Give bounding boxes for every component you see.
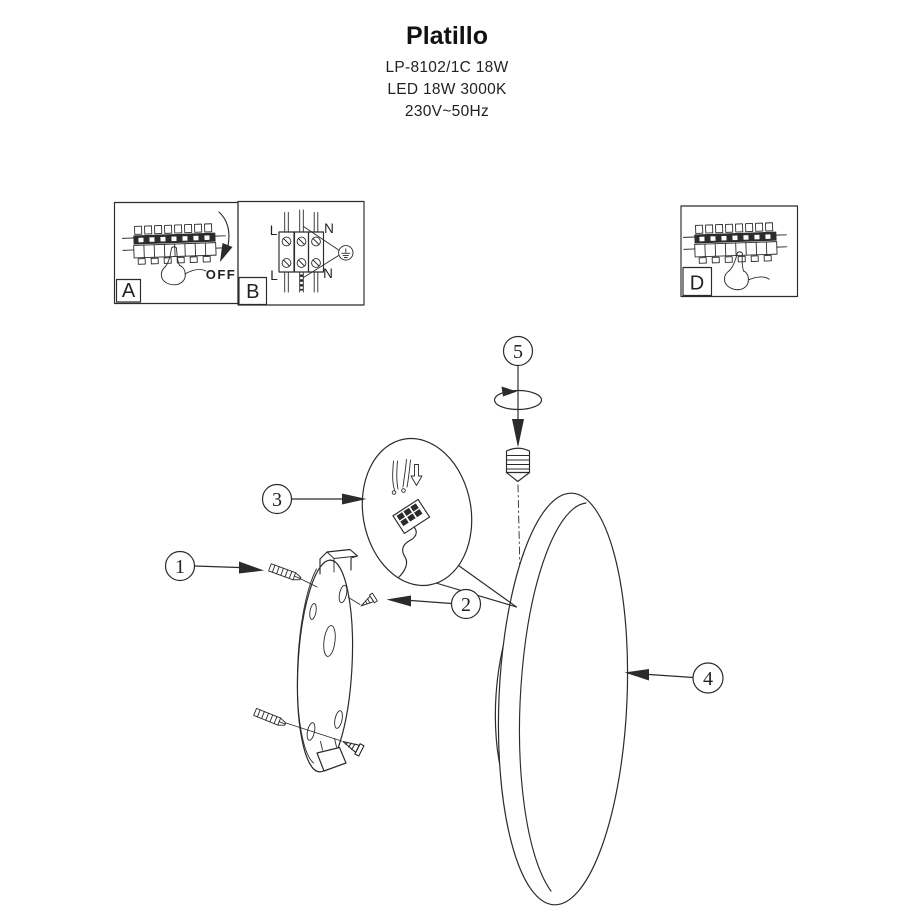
part-3-callout: 3 <box>261 483 367 515</box>
lamp-shade <box>497 492 629 906</box>
terminal-label-l-bottom: L <box>270 268 278 283</box>
panel-d-label-box <box>682 266 713 297</box>
panel-a-label-box <box>115 278 142 303</box>
bottom-bracket <box>316 738 347 772</box>
panel-d: D <box>680 205 799 298</box>
wiring-balloon <box>361 437 518 608</box>
part-3-circle <box>261 483 293 515</box>
panel-b: L N L N B <box>237 200 365 306</box>
terminal-label-n-bottom: N <box>323 266 333 281</box>
screw-icon <box>358 592 378 611</box>
part-2-circle <box>450 588 482 620</box>
cable-slot <box>323 625 336 657</box>
bottom-fixing <box>253 707 365 757</box>
panel-b-label-box <box>238 276 268 306</box>
part-1-circle <box>164 550 196 582</box>
part-2-number: 2 <box>461 594 471 616</box>
alignment-line-top <box>298 577 318 588</box>
screw-icon <box>339 735 365 757</box>
alignment-line-screw <box>348 597 361 605</box>
panel-d-border <box>680 205 799 298</box>
terminal-blocks <box>278 209 325 293</box>
plate-edge-line <box>296 568 317 764</box>
center-axis-line <box>517 484 521 575</box>
off-label: OFF <box>206 267 237 282</box>
ground-icon <box>338 245 354 261</box>
part-4-circle <box>692 662 724 694</box>
product-title: Platillo <box>406 22 488 50</box>
pointing-hand-icon <box>160 246 207 286</box>
panel-a: OFF A <box>113 201 239 305</box>
plate-body <box>296 559 354 773</box>
panel-b-border <box>237 200 365 306</box>
supply-wire <box>398 526 417 578</box>
insert-arrow-icon <box>410 464 423 486</box>
shade-rim <box>518 502 587 892</box>
part-3-number: 3 <box>272 489 282 511</box>
part-1-callout: 1 <box>164 550 264 582</box>
panel-d-label: D <box>690 273 704 295</box>
part-4-callout: 4 <box>624 662 724 694</box>
breaker-strip-icon <box>682 221 788 265</box>
wall-anchor-icon <box>253 707 288 729</box>
off-arrow-head <box>220 243 233 262</box>
connector-block-icon <box>392 498 431 534</box>
stripped-wires-icon <box>391 459 411 495</box>
top-bracket <box>319 548 359 575</box>
voltage-spec: 230V~50Hz <box>405 103 489 120</box>
part-5-number: 5 <box>513 341 523 363</box>
lamp-spec: LED 18W 3000K <box>387 81 507 98</box>
breaker-strip-icon <box>121 222 227 266</box>
finial-screw-icon <box>505 447 531 483</box>
panel-b-label: B <box>246 281 259 303</box>
terminal-label-l-top: L <box>270 223 278 238</box>
part-5-callout: 5 <box>493 335 543 575</box>
alignment-line-bottom <box>285 722 342 742</box>
rotation-arrow-icon <box>493 386 543 411</box>
screw-hole <box>338 584 348 604</box>
part-4-number: 4 <box>703 668 713 690</box>
header: Platillo LP-8102/1C 18W LED 18W 3000K 23… <box>385 22 508 120</box>
panel-a-label: A <box>122 280 136 302</box>
model-number: LP-8102/1C 18W <box>385 59 508 76</box>
ground-leads <box>303 226 340 278</box>
screw-hole <box>309 603 317 620</box>
part-2-callout: 2 <box>386 588 482 620</box>
down-arrow-head <box>512 419 524 448</box>
terminal-label-n-top: N <box>324 221 334 236</box>
wall-anchor-icon <box>268 563 303 583</box>
part-1-number: 1 <box>175 556 185 578</box>
mounting-plate <box>296 548 359 773</box>
screw-hole <box>334 710 343 729</box>
off-arrow-icon <box>218 211 230 247</box>
